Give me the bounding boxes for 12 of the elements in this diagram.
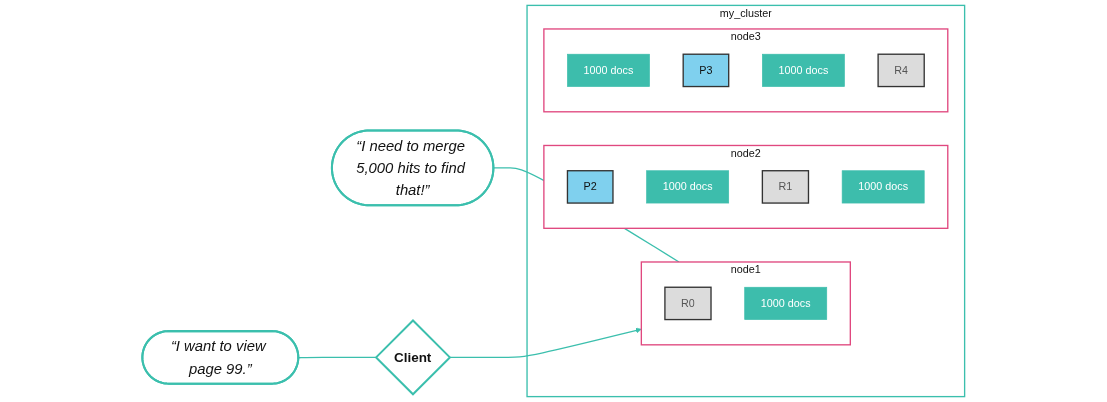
arrow xyxy=(448,327,642,359)
node-box: P2 xyxy=(566,170,614,204)
node-box: R1 xyxy=(761,170,810,204)
node-box: 1000 docs xyxy=(646,170,730,204)
node-box: 1000 docs xyxy=(744,286,828,320)
node-box: 1000 docs xyxy=(567,53,650,87)
node-box: 1000 docs xyxy=(762,53,845,87)
node-box: R0 xyxy=(664,286,712,321)
node-box: 1000 docs xyxy=(841,170,925,204)
node-box: P3 xyxy=(682,53,730,88)
node-box: R4 xyxy=(877,53,925,88)
node-diamond: Client xyxy=(374,319,452,396)
